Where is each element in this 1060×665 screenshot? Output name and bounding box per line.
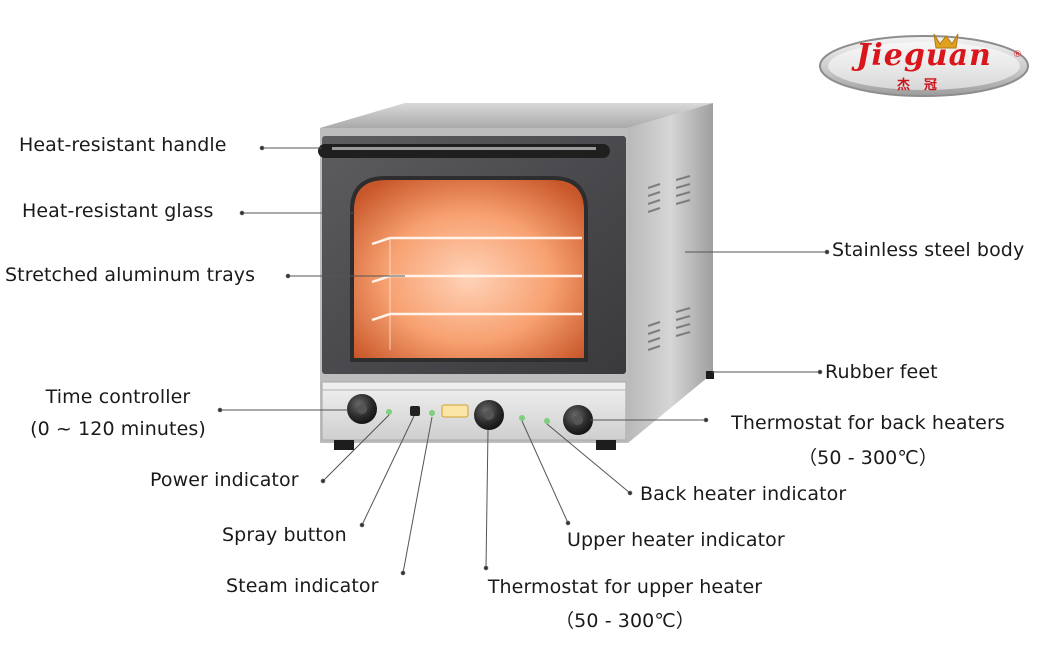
panel-logo: [441, 404, 469, 418]
upper-thermostat-knob: [474, 400, 504, 430]
upper-indicator-light: [519, 415, 525, 421]
label-body: Stainless steel body: [832, 239, 1025, 261]
foot-right: [596, 440, 616, 450]
label-thermostat-back-range: （50 - 300℃）: [798, 447, 938, 469]
back-indicator-light: [544, 418, 550, 424]
side-vents: [647, 175, 691, 351]
label-upper-heater-indicator: Upper heater indicator: [567, 529, 785, 551]
label-thermostat-upper-range: （50 - 300℃）: [555, 610, 695, 632]
oven-side: [628, 103, 713, 443]
label-trays: Stretched aluminum trays: [5, 264, 256, 286]
label-steam-indicator: Steam indicator: [226, 575, 379, 597]
logo-badge-icon: [819, 33, 1029, 97]
back-thermostat-knob: [563, 405, 593, 435]
oven-top: [320, 103, 713, 128]
label-power-indicator: Power indicator: [150, 469, 299, 491]
crown-icon: [933, 33, 959, 49]
registered-mark: ®: [1013, 50, 1022, 60]
door-handle: [318, 144, 610, 158]
door-window: [352, 178, 586, 360]
label-spray-button: Spray button: [222, 524, 347, 546]
time-knob: [347, 394, 377, 424]
brand-logo: Jieguan 杰冠 ®: [818, 28, 1030, 100]
foot-left: [334, 440, 354, 450]
label-handle: Heat-resistant handle: [19, 134, 227, 156]
label-back-heater-indicator: Back heater indicator: [640, 483, 847, 505]
label-glass: Heat-resistant glass: [22, 200, 214, 222]
logo-text: Jieguan: [856, 38, 992, 73]
label-time-controller-range: (0 ~ 120 minutes): [30, 418, 206, 440]
label-thermostat-upper: Thermostat for upper heater: [487, 576, 763, 598]
spray-button: [410, 406, 420, 416]
foot-back: [706, 371, 714, 379]
power-indicator-light: [386, 409, 392, 415]
label-feet: Rubber feet: [825, 361, 938, 383]
logo-subtitle: 杰冠: [896, 78, 951, 93]
steam-indicator-light: [429, 410, 435, 416]
label-thermostat-back: Thermostat for back heaters: [731, 412, 1005, 434]
label-time-controller: Time controller: [45, 386, 191, 408]
callout-lines: [217, 145, 830, 576]
